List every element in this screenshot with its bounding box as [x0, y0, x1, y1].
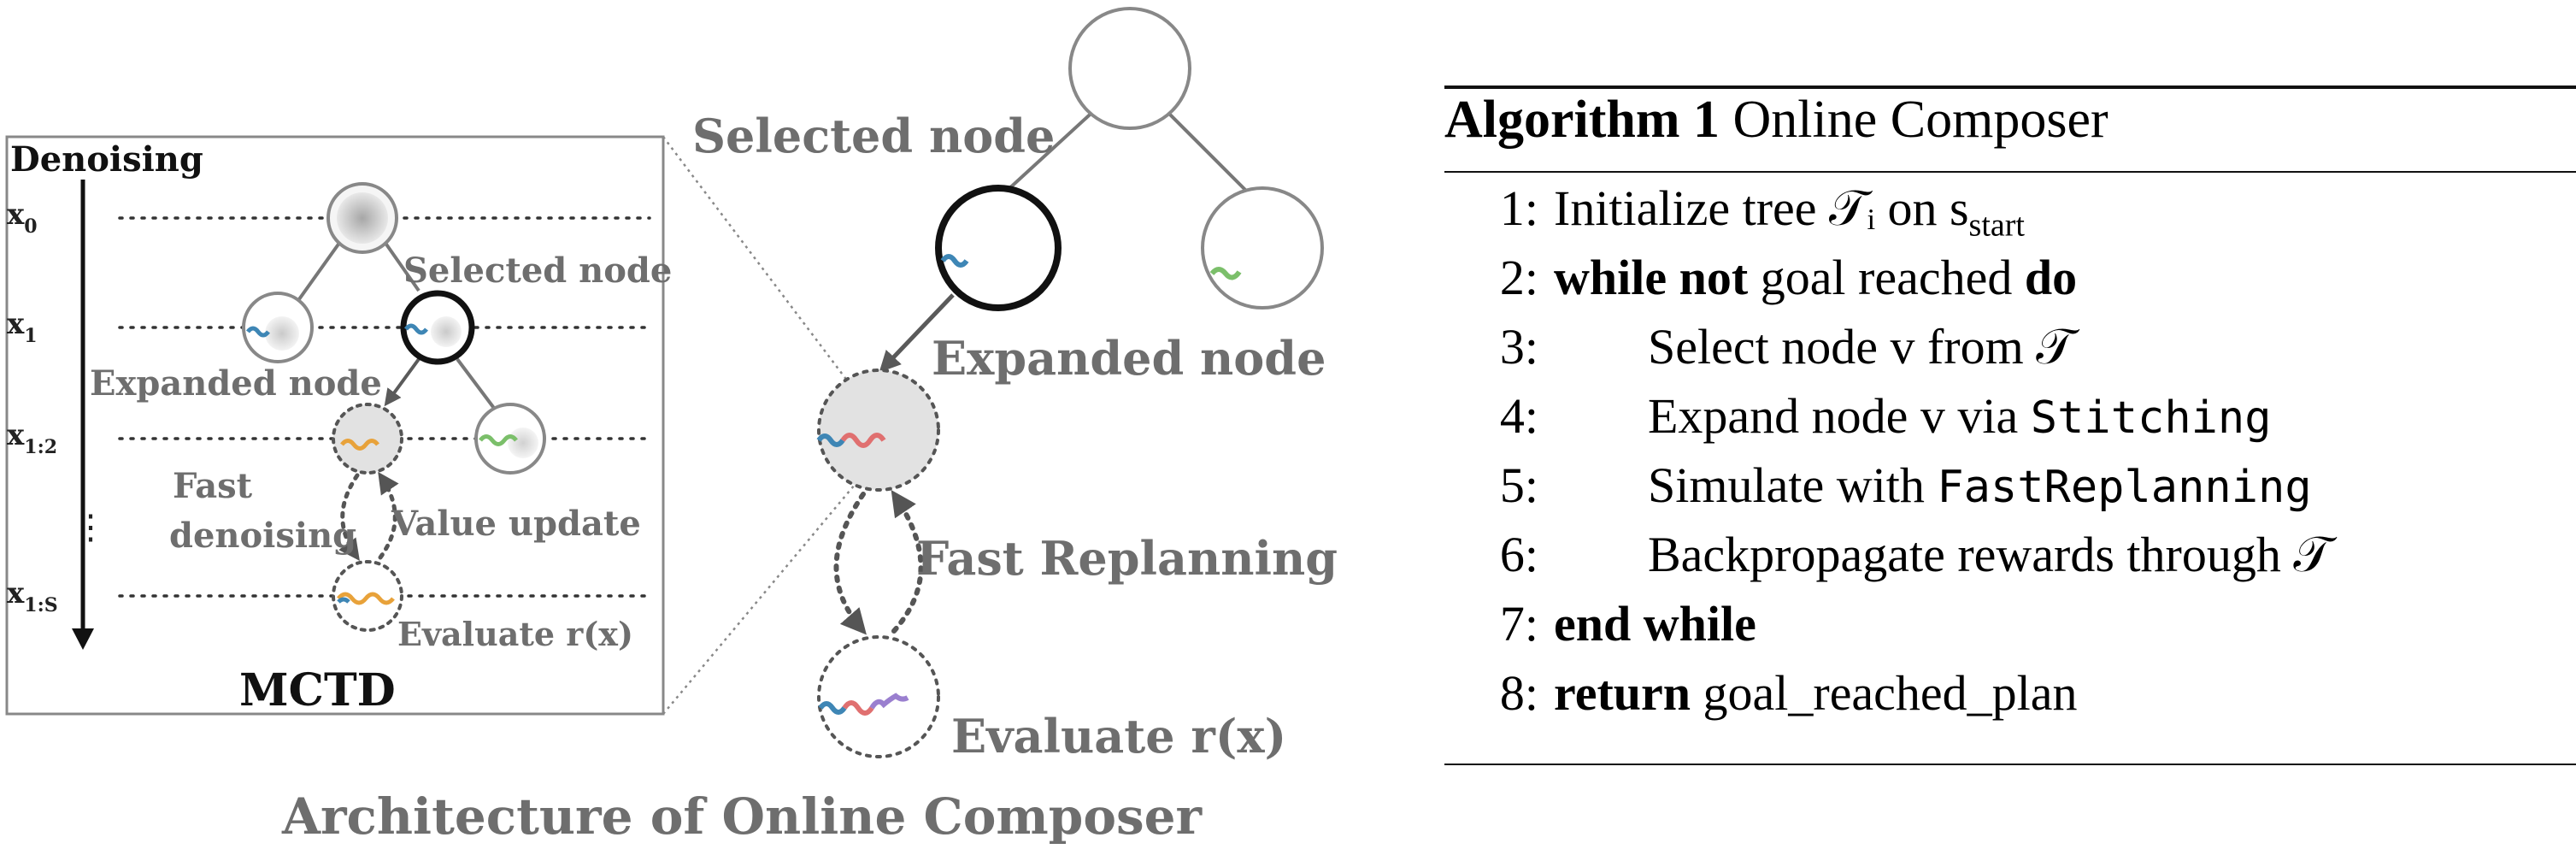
mid-expanded-node — [817, 369, 940, 492]
squiggle-evaluate-b — [337, 597, 350, 604]
x0-label: x0 — [7, 198, 38, 238]
alg-text-2: while not goal reached do — [1554, 250, 2078, 305]
mid-evaluate-node — [817, 635, 940, 758]
alg-text-6: Backpropagate rewards through 𝒯 — [1648, 527, 2332, 582]
alg-text-3: Select node v from 𝒯 — [1648, 319, 2074, 374]
alg-text-5: Simulate with FastReplanning — [1648, 457, 2312, 513]
expanded-node-left — [332, 403, 403, 475]
mid-selected-node-label: Selected node — [692, 109, 1055, 163]
denoising-arrow-head — [72, 628, 94, 650]
squiggle-selected — [404, 323, 428, 335]
denoising-small-label: denoising — [169, 516, 356, 556]
edge-root-right — [381, 238, 421, 292]
alg-num-5: 5: — [1499, 457, 1538, 513]
alg-text-7: end while — [1554, 596, 1756, 652]
mid-loop-down — [833, 492, 867, 635]
mid-squiggle-expanded-a — [816, 433, 845, 447]
x12-label: x1:2 — [7, 418, 57, 458]
x1s-label: x1:S — [7, 576, 58, 616]
alg-text-8: return goal_reached_plan — [1554, 665, 2078, 721]
mid-squiggle-eval-b — [842, 700, 874, 716]
mid-edge-sel-expanded — [879, 293, 955, 373]
alg-num-3: 3: — [1499, 319, 1538, 374]
alg-title-rest: Online Composer — [1732, 91, 2108, 149]
root-noise — [337, 192, 388, 244]
mid-squiggle-eval-c — [869, 693, 909, 710]
left-evaluate-label: Evaluate r(x) — [397, 615, 633, 653]
alg-mid-rule — [1444, 171, 2576, 173]
mid-edge-root-left — [994, 105, 1100, 203]
mid-squiggle-selected — [940, 254, 969, 268]
mid-expanded-node-label: Expanded node — [932, 331, 1326, 386]
value-update-label: Value update — [391, 504, 641, 544]
edge-sel-right — [456, 357, 497, 412]
alg-text-1: Initialize tree 𝒯ᵢ on sstart — [1554, 180, 2025, 244]
alg-num-4: 4: — [1499, 388, 1538, 444]
alg-bottom-rule — [1444, 764, 2576, 765]
edge-root-left — [297, 238, 344, 301]
x1-label: x1 — [7, 307, 38, 347]
alg-num-6: 6: — [1499, 527, 1538, 582]
squiggle-expanded — [340, 439, 379, 451]
loop-up-right — [378, 471, 399, 560]
alg-num-2: 2: — [1499, 250, 1538, 305]
mid-squiggle-right — [1209, 267, 1242, 280]
alg-num-7: 7: — [1499, 596, 1538, 652]
zoom-line-top — [662, 136, 864, 403]
mid-squiggle-expanded-b — [840, 433, 886, 448]
mid-root-node — [1068, 7, 1191, 130]
right-child-noise — [508, 428, 538, 458]
alg-title-bold: Algorithm 1 — [1444, 91, 1720, 149]
squiggle-right-child — [479, 434, 518, 446]
mid-evaluate-label: Evaluate r(x) — [951, 709, 1286, 764]
alg-title: Algorithm 1 Online Composer — [1444, 90, 2108, 150]
mctd-box — [5, 135, 665, 716]
selected-node-noise — [431, 316, 462, 347]
alg-num-8: 8: — [1499, 665, 1538, 721]
left-expanded-node-label: Expanded node — [90, 363, 382, 404]
mid-right-node — [1201, 186, 1324, 310]
alg-num-1: 1: — [1499, 180, 1538, 236]
mctd-title: MCTD — [239, 664, 396, 716]
mid-squiggle-eval-a — [818, 701, 847, 715]
edge-sel-expanded — [384, 357, 421, 407]
left-selected-node-label: Selected node — [403, 251, 672, 291]
left-child-noise — [265, 316, 299, 351]
figure-caption: Architecture of Online Composer — [281, 787, 1203, 846]
squiggle-left-child — [246, 326, 270, 338]
mid-fast-replanning-label: Fast Replanning — [916, 531, 1338, 586]
fast-label: Fast — [173, 466, 253, 506]
zoom-line-bottom — [662, 474, 864, 715]
denoising-label: Denoising — [10, 139, 203, 180]
loop-down-left — [338, 473, 360, 562]
mid-selected-node — [935, 185, 1062, 311]
alg-top-rule — [1444, 86, 2576, 89]
mid-edge-root-right — [1161, 105, 1258, 203]
alg-text-4: Expand node v via Stitching — [1648, 388, 2272, 444]
ellipsis: ⋮ — [74, 508, 108, 547]
squiggle-evaluate — [337, 592, 395, 605]
mid-loop-up — [891, 490, 924, 634]
